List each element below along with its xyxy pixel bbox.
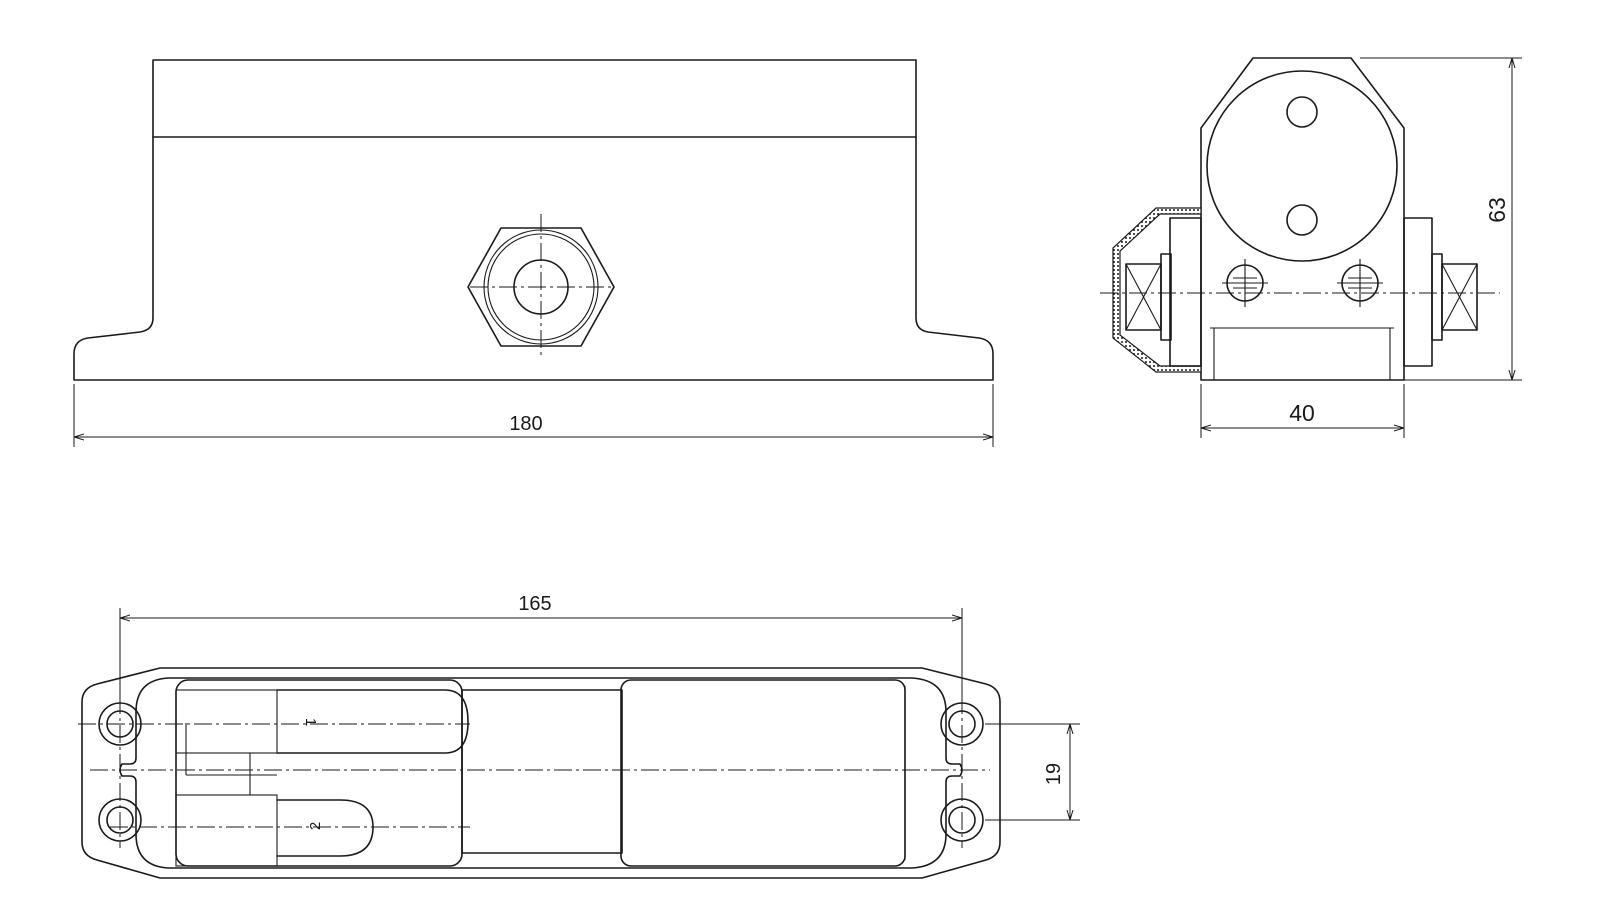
- front-view-body-outline: [73, 136, 994, 381]
- plan-view-plunger-2: [276, 799, 374, 857]
- dimension-width: 40: [1200, 384, 1405, 438]
- plan-view-switch-body: [620, 679, 906, 867]
- dimension-hole-spacing-long: 165: [119, 593, 963, 700]
- dimension-length-overall-label: 180: [509, 413, 542, 435]
- contact-2-label: 2: [307, 822, 324, 830]
- front-view: 180: [73, 59, 994, 447]
- side-view-housing-outline: [1200, 57, 1405, 381]
- plan-view-base-outline: [81, 667, 1001, 879]
- side-view: 63 40: [1100, 57, 1522, 438]
- plan-view-contact-block: [175, 679, 463, 867]
- front-view-top-cover: [152, 59, 917, 138]
- dimension-hole-spacing-short-label: 19: [1043, 763, 1065, 785]
- dimension-hole-spacing-long-label: 165: [518, 593, 551, 615]
- side-view-round-cap: [1206, 70, 1398, 262]
- contact-1-label: 1: [302, 718, 319, 726]
- plan-view-mid-section: [461, 689, 623, 854]
- dimension-height-label: 63: [1484, 197, 1510, 223]
- side-view-screw-left: [1222, 259, 1268, 307]
- cable-gland-hex-nut: [467, 214, 615, 356]
- side-view-mount-hole-top: [1286, 96, 1318, 128]
- plan-view: 1 2 165 19: [78, 593, 1080, 879]
- side-view-roller-left: [1125, 253, 1172, 341]
- side-view-mount-hole-bottom: [1286, 204, 1318, 236]
- side-view-roller-right: [1403, 217, 1478, 367]
- dimension-hole-spacing-short: 19: [985, 723, 1080, 821]
- dimension-width-label: 40: [1289, 400, 1315, 426]
- side-view-screw-right: [1337, 259, 1383, 307]
- dimension-length-overall: 180: [73, 384, 994, 447]
- plan-view-inner-outline: [119, 677, 963, 869]
- dimension-height: 63: [1360, 57, 1522, 381]
